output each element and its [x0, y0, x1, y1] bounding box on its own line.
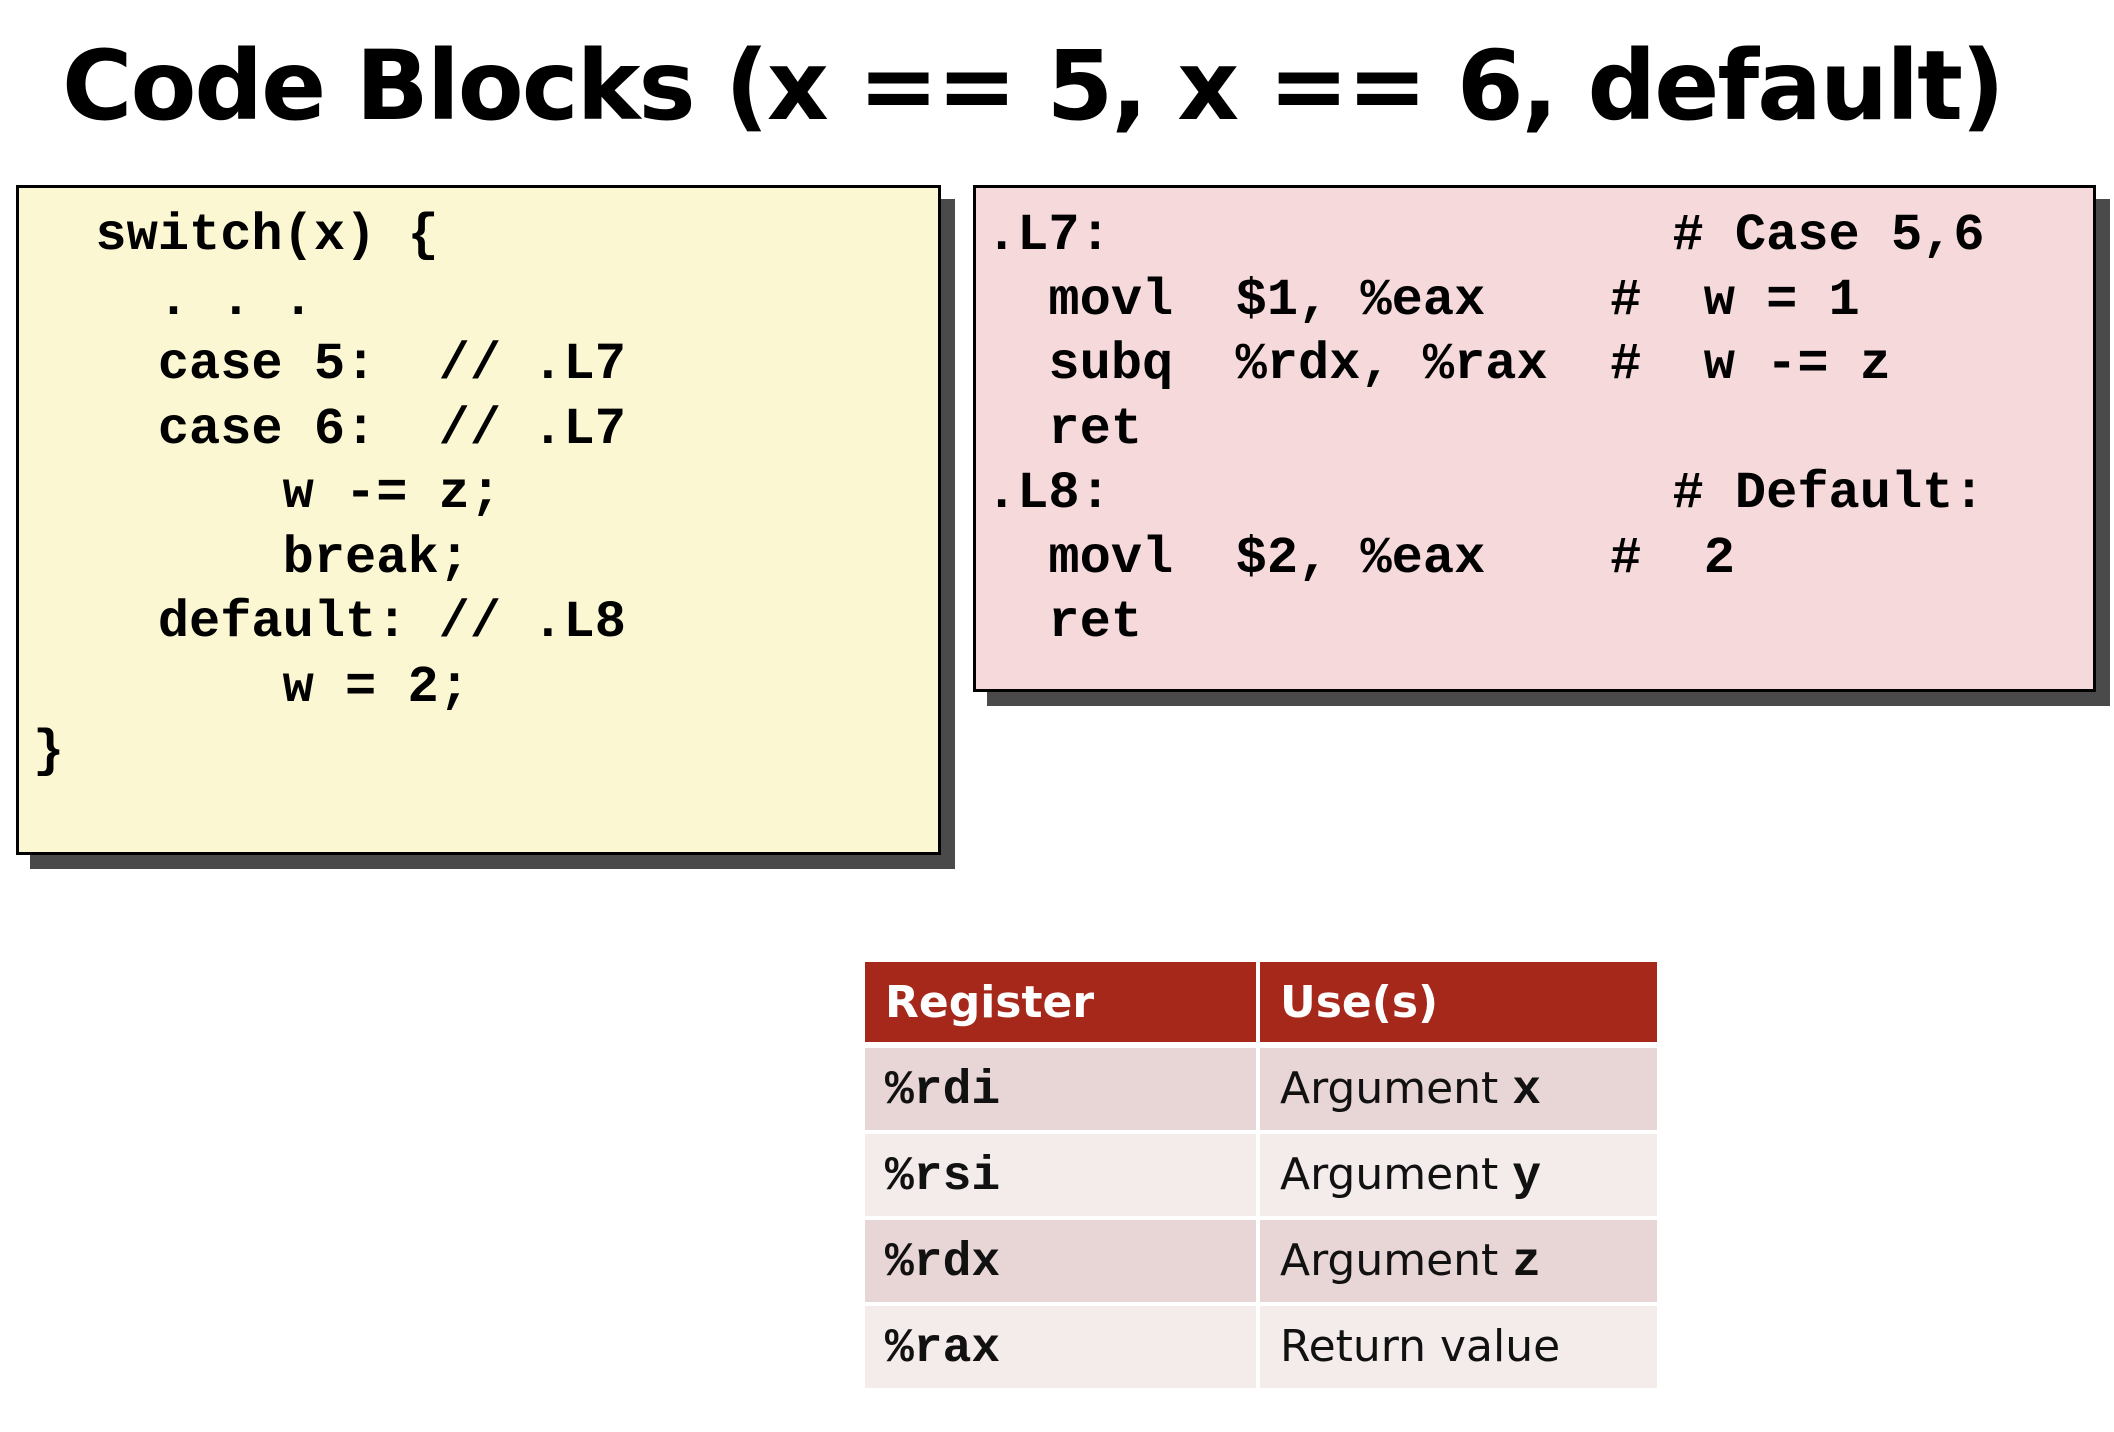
register-name: %rdi	[885, 1064, 1001, 1118]
code-line: ret	[986, 399, 1143, 459]
use-cell: Argument x	[1260, 1048, 1657, 1134]
header-register: Register	[865, 962, 1260, 1048]
register-cell: %rsi	[865, 1134, 1260, 1220]
register-name: %rdx	[885, 1236, 1001, 1290]
assembly-code-block: .L7: # Case 5,6 movl $1, %eax # w = 1 su…	[986, 204, 1985, 656]
table-row: %rdi Argument x	[865, 1048, 1657, 1134]
header-uses: Use(s)	[1260, 962, 1657, 1048]
code-line: }	[33, 722, 65, 781]
code-line: movl $1, %eax # w = 1	[986, 270, 1860, 330]
code-line: case 6: // .L7	[33, 399, 626, 459]
code-line: w -= z;	[33, 464, 502, 523]
code-line: subq %rdx, %rax # w -= z	[986, 335, 1891, 394]
code-line: switch(x) {	[33, 206, 439, 265]
code-line: default: // .L8	[33, 593, 626, 652]
code-line: movl $2, %eax # 2	[986, 528, 1735, 588]
use-variable: z	[1512, 1236, 1542, 1290]
register-name: %rsi	[885, 1150, 1001, 1204]
c-code-box: switch(x) { . . . case 5: // .L7 case 6:…	[16, 185, 941, 855]
code-line: break;	[33, 528, 470, 588]
assembly-code-box: .L7: # Case 5,6 movl $1, %eax # w = 1 su…	[973, 185, 2096, 692]
register-cell: %rdi	[865, 1048, 1260, 1134]
c-code-block: switch(x) { . . . case 5: // .L7 case 6:…	[33, 204, 626, 785]
code-line: w = 2;	[33, 657, 470, 717]
slide-title: Code Blocks (x == 5, x == 6, default)	[62, 30, 2005, 142]
table-row: %rdx Argument z	[865, 1220, 1657, 1306]
code-line: .L8: # Default:	[986, 464, 1985, 523]
use-text: Argument	[1280, 1149, 1513, 1200]
register-cell: %rax	[865, 1306, 1260, 1392]
table-row: %rsi Argument y	[865, 1134, 1657, 1220]
register-table: Register Use(s) %rdi Argument x %rsi Arg…	[865, 962, 1657, 1392]
use-variable: y	[1512, 1150, 1542, 1204]
use-text: Argument	[1280, 1235, 1513, 1286]
table-header-row: Register Use(s)	[865, 962, 1657, 1048]
use-cell: Return value	[1260, 1306, 1657, 1392]
code-line: .L7: # Case 5,6	[986, 206, 1985, 265]
use-text: Argument	[1280, 1063, 1513, 1114]
use-variable: x	[1512, 1064, 1542, 1118]
use-cell: Argument z	[1260, 1220, 1657, 1306]
use-cell: Argument y	[1260, 1134, 1657, 1220]
use-text: Return value	[1280, 1321, 1561, 1372]
code-line: . . .	[33, 270, 314, 330]
register-cell: %rdx	[865, 1220, 1260, 1306]
code-line: case 5: // .L7	[33, 335, 626, 394]
register-name: %rax	[885, 1322, 1001, 1376]
table-row: %rax Return value	[865, 1306, 1657, 1392]
code-line: ret	[986, 593, 1143, 652]
